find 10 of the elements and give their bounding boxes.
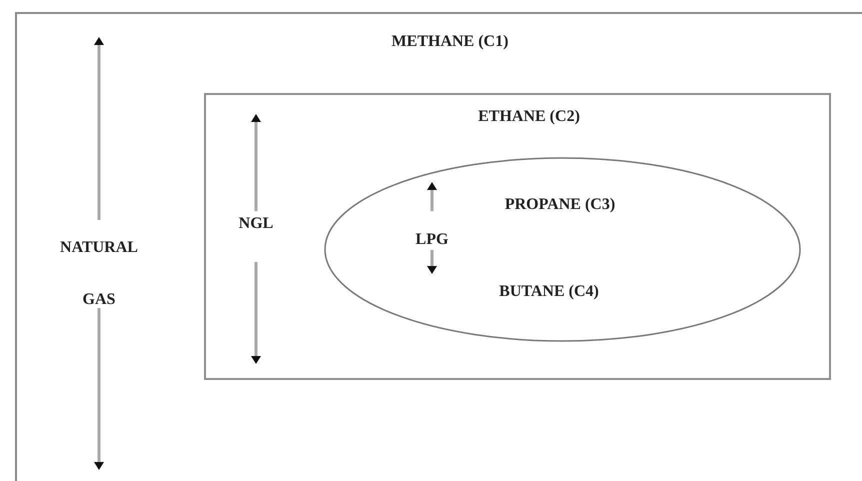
component-label: NGL (238, 214, 274, 234)
group-box (204, 93, 831, 380)
component-label: PROPANE (C3) (504, 195, 616, 215)
component-label: ETHANE (C2) (477, 107, 581, 127)
component-label: LPG (414, 230, 450, 250)
component-label: BUTANE (C4) (498, 282, 600, 302)
component-label: NATURAL GAS (59, 238, 139, 310)
outer-frame (15, 12, 862, 481)
component-label: METHANE (C1) (390, 32, 510, 52)
group-ellipse (324, 157, 801, 342)
